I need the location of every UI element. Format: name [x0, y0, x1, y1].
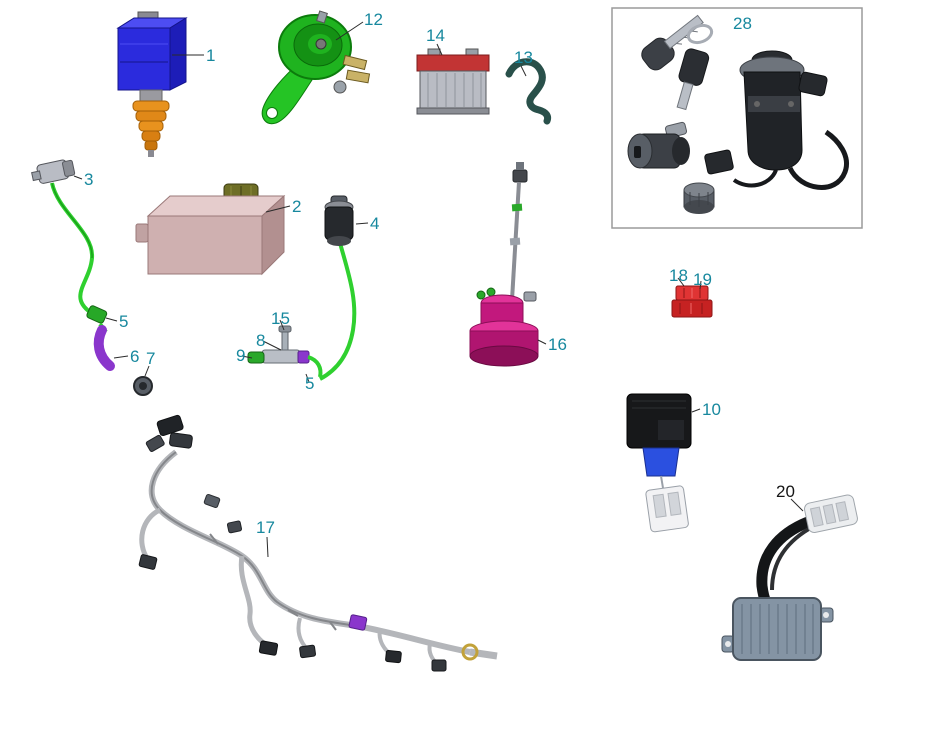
part-label-14: 14	[426, 26, 445, 45]
part-10-relay-illustration	[626, 393, 692, 533]
part-1-solenoid-illustration	[116, 11, 188, 157]
part-5-hose-b	[307, 355, 323, 378]
part-label-1: 1	[206, 46, 215, 65]
part-label-28: 28	[733, 14, 752, 33]
part-17-harness-illustration	[138, 414, 498, 672]
part-label-18: 18	[669, 266, 688, 285]
part-label-19: 19	[693, 270, 712, 289]
part-8-body	[261, 349, 301, 364]
part-label-6: 6	[130, 347, 139, 366]
ignition-switch-illustration	[704, 50, 849, 190]
part-label-7: 7	[146, 349, 155, 368]
part-18-19-connector-illustration	[671, 285, 713, 318]
part-label-5a: 5	[119, 312, 128, 331]
part-13-bracket-illustration	[505, 58, 552, 125]
part-14-battery-illustration	[416, 48, 490, 115]
part-16-pump-illustration	[469, 162, 539, 367]
callout-labels: 1 12 14 13 28 3 2 4 5 6 7 15 8 9 5 16 18…	[84, 10, 795, 537]
part-15-screw	[281, 329, 289, 353]
part-2-cdi-illustration	[135, 183, 286, 276]
part-15-valve-assembly-illustration	[247, 325, 323, 378]
key-fob-icon	[676, 48, 710, 111]
part-label-3: 3	[84, 170, 93, 189]
part-20-rectifier-illustration	[721, 494, 858, 661]
part-label-20: 20	[776, 482, 795, 501]
key-ring-icon	[686, 23, 714, 45]
part-label-17: 17	[256, 518, 275, 537]
lock-cylinder-illustration	[627, 121, 690, 169]
small-lock-illustration	[683, 182, 715, 214]
part-label-4: 4	[370, 214, 379, 233]
part-label-12: 12	[364, 10, 383, 29]
part-label-8: 8	[256, 331, 265, 350]
part-label-2: 2	[292, 197, 301, 216]
part-28-lock-set-illustration	[611, 7, 863, 229]
part-label-13: 13	[514, 48, 533, 67]
part-5-connector-a	[86, 305, 108, 324]
part-label-16: 16	[548, 335, 567, 354]
part-label-15: 15	[271, 309, 290, 328]
lock-set-box	[611, 7, 863, 229]
part-label-9: 9	[236, 346, 245, 365]
part-label-10: 10	[702, 400, 721, 419]
part-4-sensor-wire-illustration	[319, 195, 357, 381]
part-12-horn-illustration	[261, 10, 371, 125]
callout-leader-lines	[73, 21, 804, 558]
part-3-sensor-wire-illustration	[31, 159, 153, 396]
part-6-boot	[93, 325, 115, 371]
part-label-5b: 5	[305, 374, 314, 393]
